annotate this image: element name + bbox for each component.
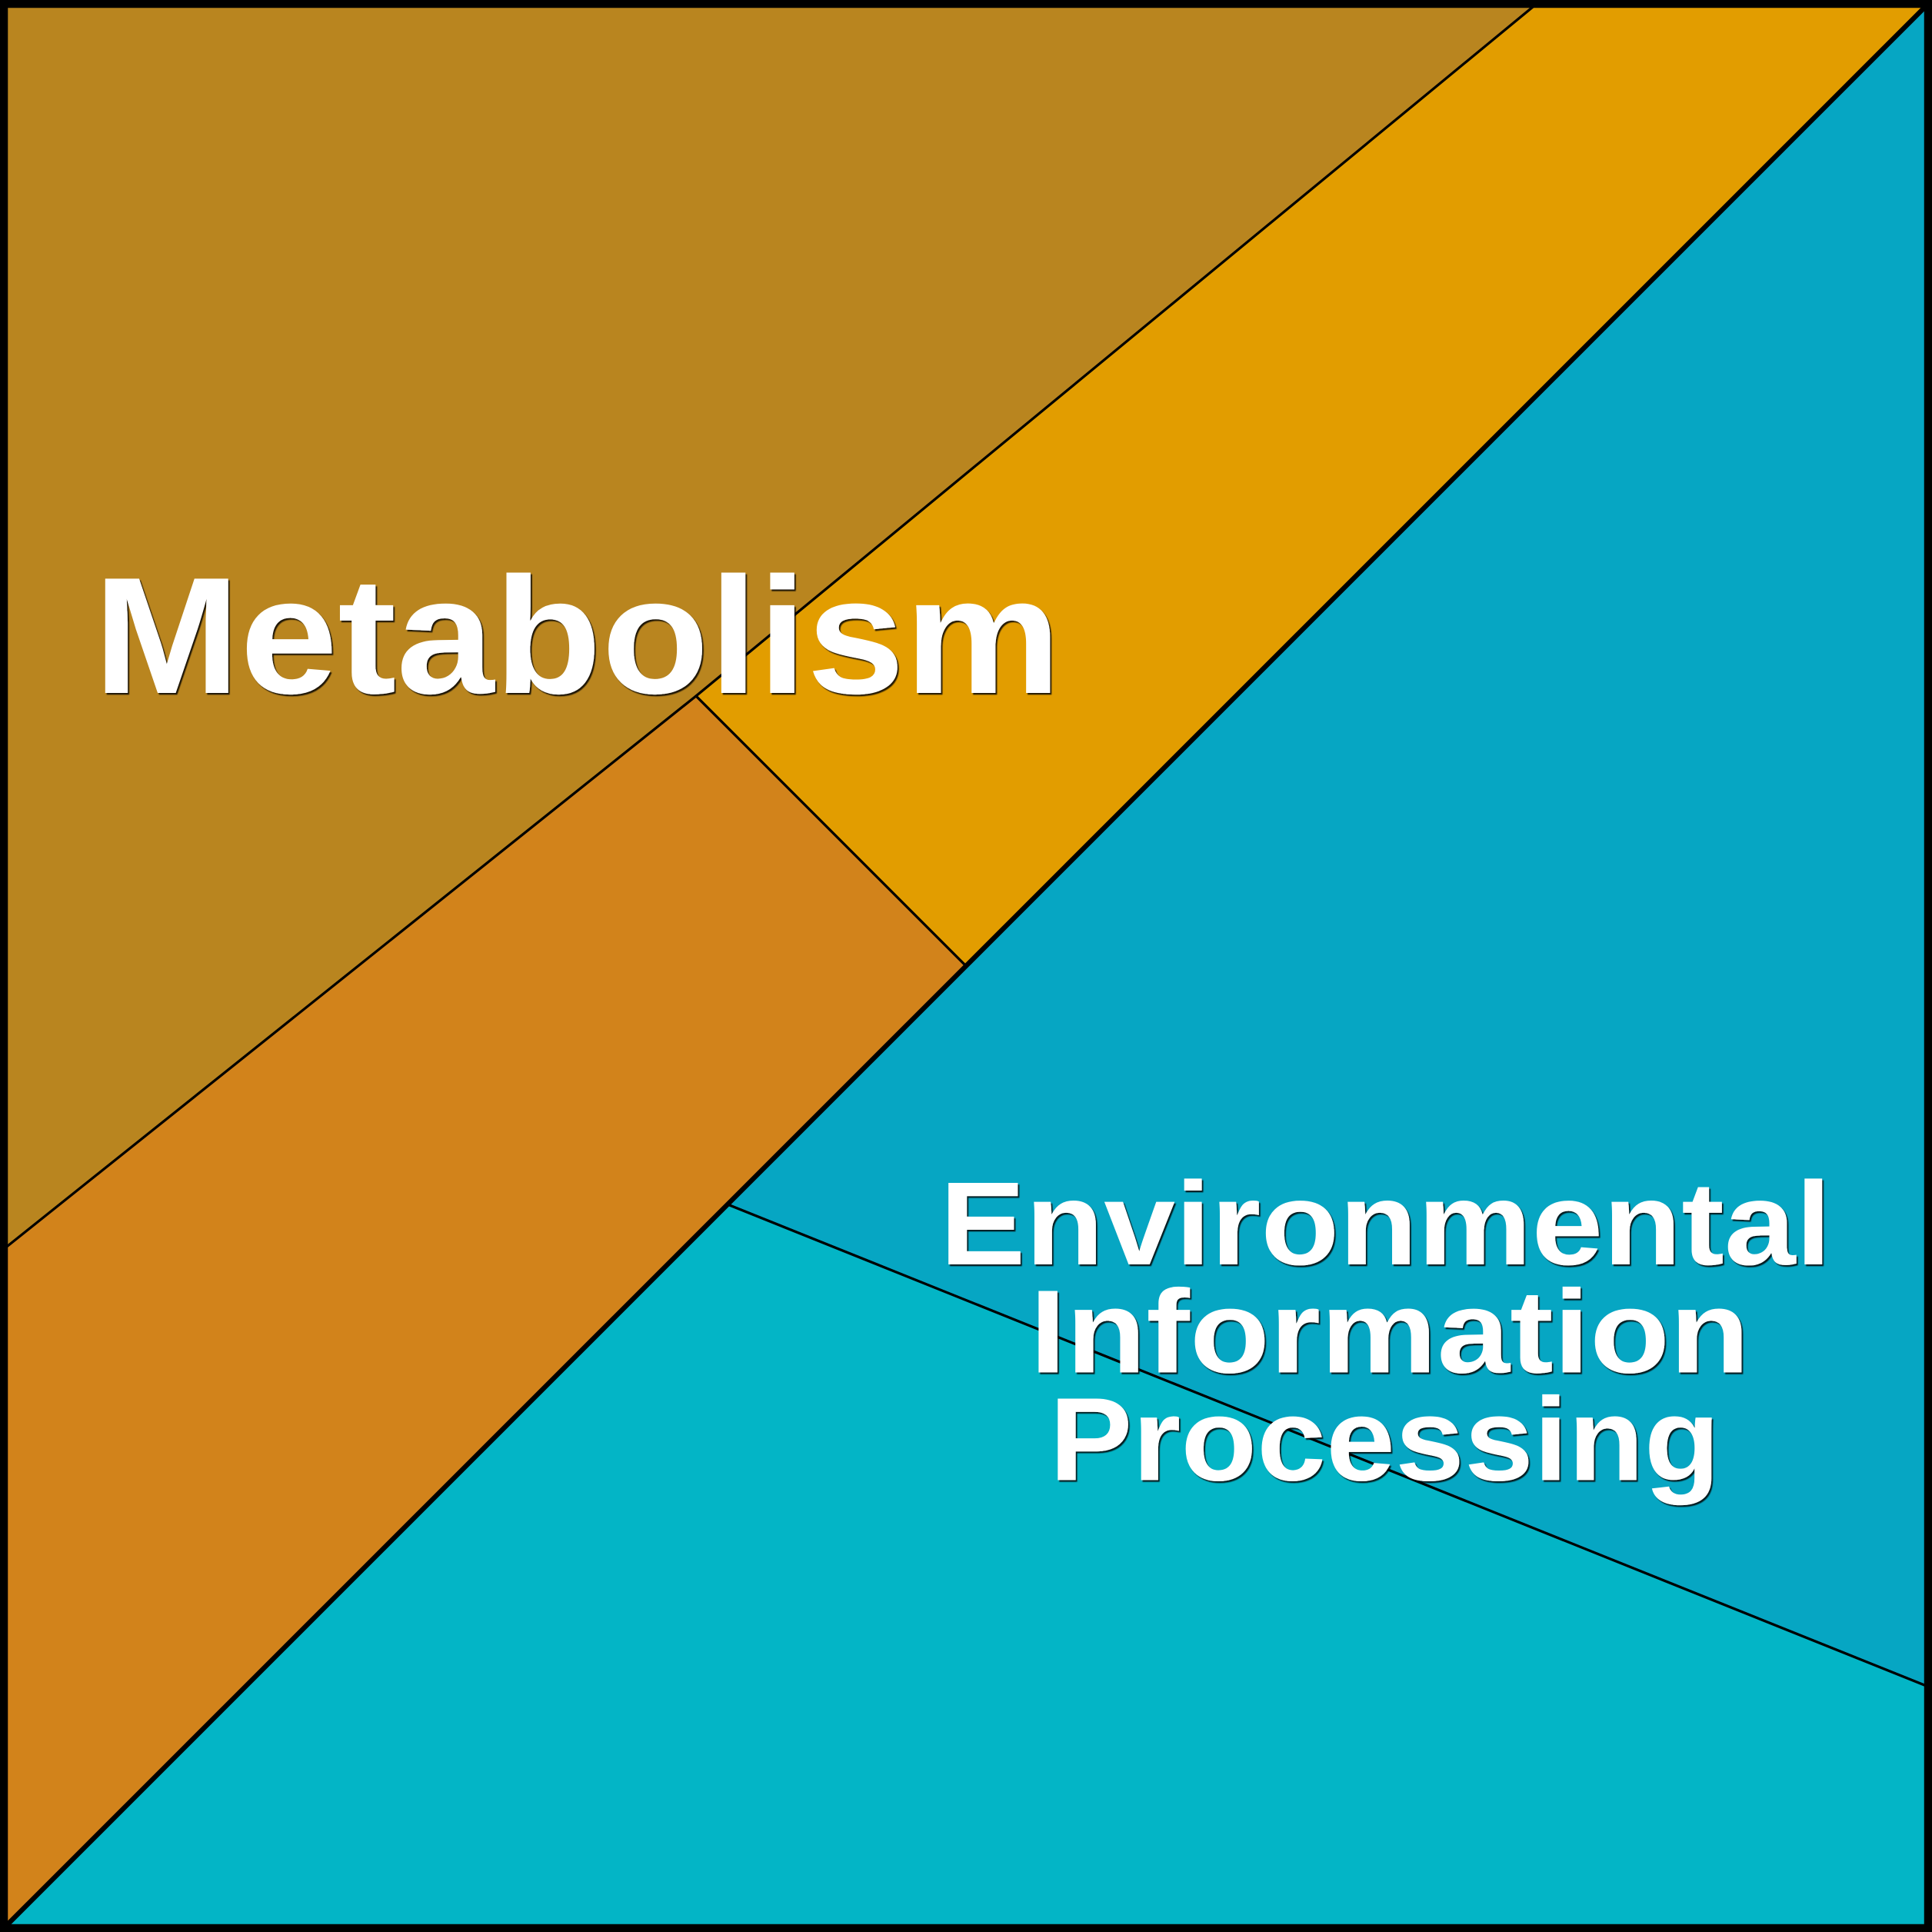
svg-text:Processing: Processing bbox=[1050, 1374, 1720, 1506]
svg-text:Metabolism: Metabolism bbox=[94, 542, 1061, 728]
svg-text:Information: Information bbox=[1030, 1266, 1750, 1398]
svg-text:Environmental: Environmental bbox=[940, 1158, 1831, 1290]
